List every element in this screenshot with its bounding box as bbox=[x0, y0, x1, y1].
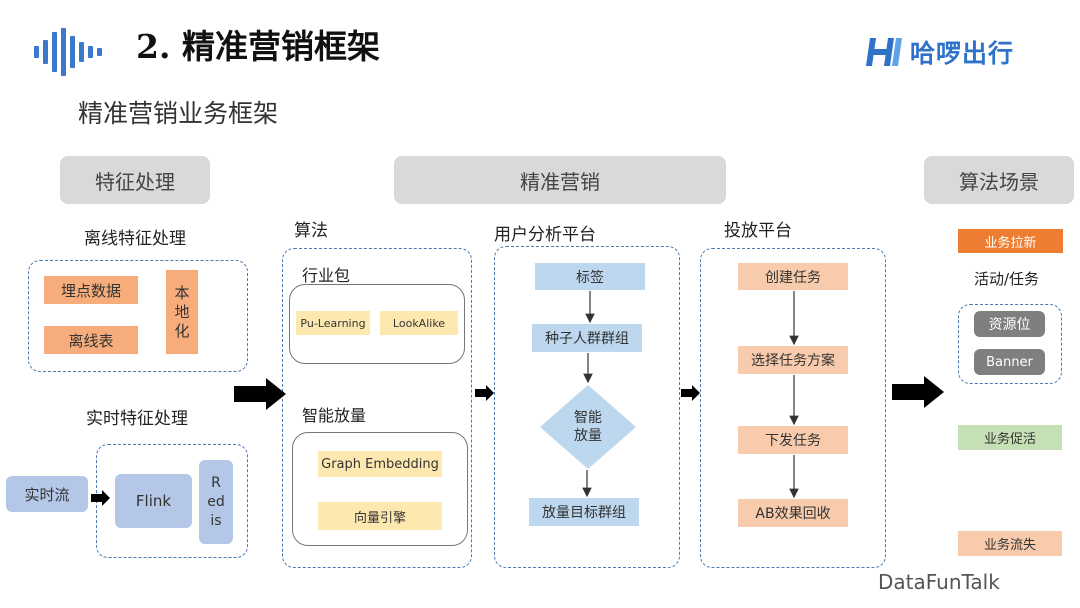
dispatch-task-box: 下发任务 bbox=[738, 426, 848, 454]
resource-slot-box: 资源位 bbox=[974, 311, 1045, 337]
pu-learning-box: Pu-Learning bbox=[296, 311, 370, 335]
realtime-stream-box: 实时流 bbox=[6, 476, 88, 512]
banner-box: Banner bbox=[974, 349, 1045, 375]
section-algorithm-scenes: 算法场景 bbox=[924, 156, 1074, 204]
graph-embedding-box: Graph Embedding bbox=[318, 451, 442, 477]
section-feature-processing: 特征处理 bbox=[60, 156, 210, 204]
activity-group bbox=[958, 304, 1062, 384]
offline-feature-title: 离线特征处理 bbox=[84, 229, 186, 249]
select-plan-box: 选择任务方案 bbox=[738, 346, 848, 374]
arrow-user-platform-to-delivery bbox=[681, 385, 700, 401]
localization-box: 本 地 化 bbox=[166, 270, 198, 354]
ab-recovery-box: AB效果回收 bbox=[738, 499, 848, 527]
user-platform-title: 用户分析平台 bbox=[494, 225, 596, 245]
delivery-platform-title: 投放平台 bbox=[724, 221, 792, 241]
brand-logo: 哈啰出行 bbox=[866, 32, 1014, 72]
big-arrow-feature-to-algorithm bbox=[234, 378, 286, 410]
smart-amplify-group bbox=[292, 432, 468, 546]
hello-brand-icon bbox=[866, 38, 902, 66]
sound-wave-logo-icon bbox=[34, 28, 114, 76]
business-pull-new-box: 业务拉新 bbox=[958, 229, 1063, 253]
offline-feature-group bbox=[28, 260, 248, 372]
seed-group-box: 种子人群群组 bbox=[532, 324, 642, 352]
delivery-platform-group bbox=[700, 248, 886, 568]
section-precise-marketing: 精准营销 bbox=[394, 156, 726, 204]
create-task-box: 创建任务 bbox=[738, 263, 848, 290]
business-promote-box: 业务促活 bbox=[958, 425, 1062, 450]
lookalike-box: LookAlike bbox=[380, 311, 458, 335]
tag-box: 标签 bbox=[535, 263, 645, 290]
industry-package-title: 行业包 bbox=[302, 266, 351, 285]
smart-amplify-diamond bbox=[540, 385, 636, 469]
diamond-label: 智能 放量 bbox=[574, 410, 602, 444]
big-arrow-marketing-to-scene bbox=[892, 376, 944, 408]
footer-watermark: DataFunTalk bbox=[878, 570, 1000, 594]
brand-name: 哈啰出行 bbox=[910, 39, 1015, 68]
activity-task-title: 活动/任务 bbox=[974, 270, 1040, 288]
user-platform-group bbox=[494, 246, 680, 568]
vector-engine-box: 向量引擎 bbox=[318, 502, 442, 530]
flink-box: Flink bbox=[115, 474, 192, 528]
realtime-feature-title: 实时特征处理 bbox=[86, 409, 188, 429]
redis-box: R ed is bbox=[199, 460, 233, 544]
offline-table-box: 离线表 bbox=[44, 326, 138, 354]
industry-package-group bbox=[289, 284, 465, 364]
tracking-data-box: 埋点数据 bbox=[44, 276, 138, 304]
subtitle: 精准营销业务框架 bbox=[78, 99, 279, 128]
algorithm-title: 算法 bbox=[294, 221, 328, 241]
arrow-algorithm-to-user-platform bbox=[475, 385, 494, 401]
algorithm-group bbox=[282, 248, 472, 568]
smart-amplify-title: 智能放量 bbox=[302, 406, 367, 425]
page-title: 2. 精准营销框架 bbox=[136, 27, 380, 66]
target-group-box: 放量目标群组 bbox=[529, 498, 639, 526]
arrow-stream-to-flink bbox=[91, 490, 110, 506]
business-churn-box: 业务流失 bbox=[958, 531, 1062, 556]
